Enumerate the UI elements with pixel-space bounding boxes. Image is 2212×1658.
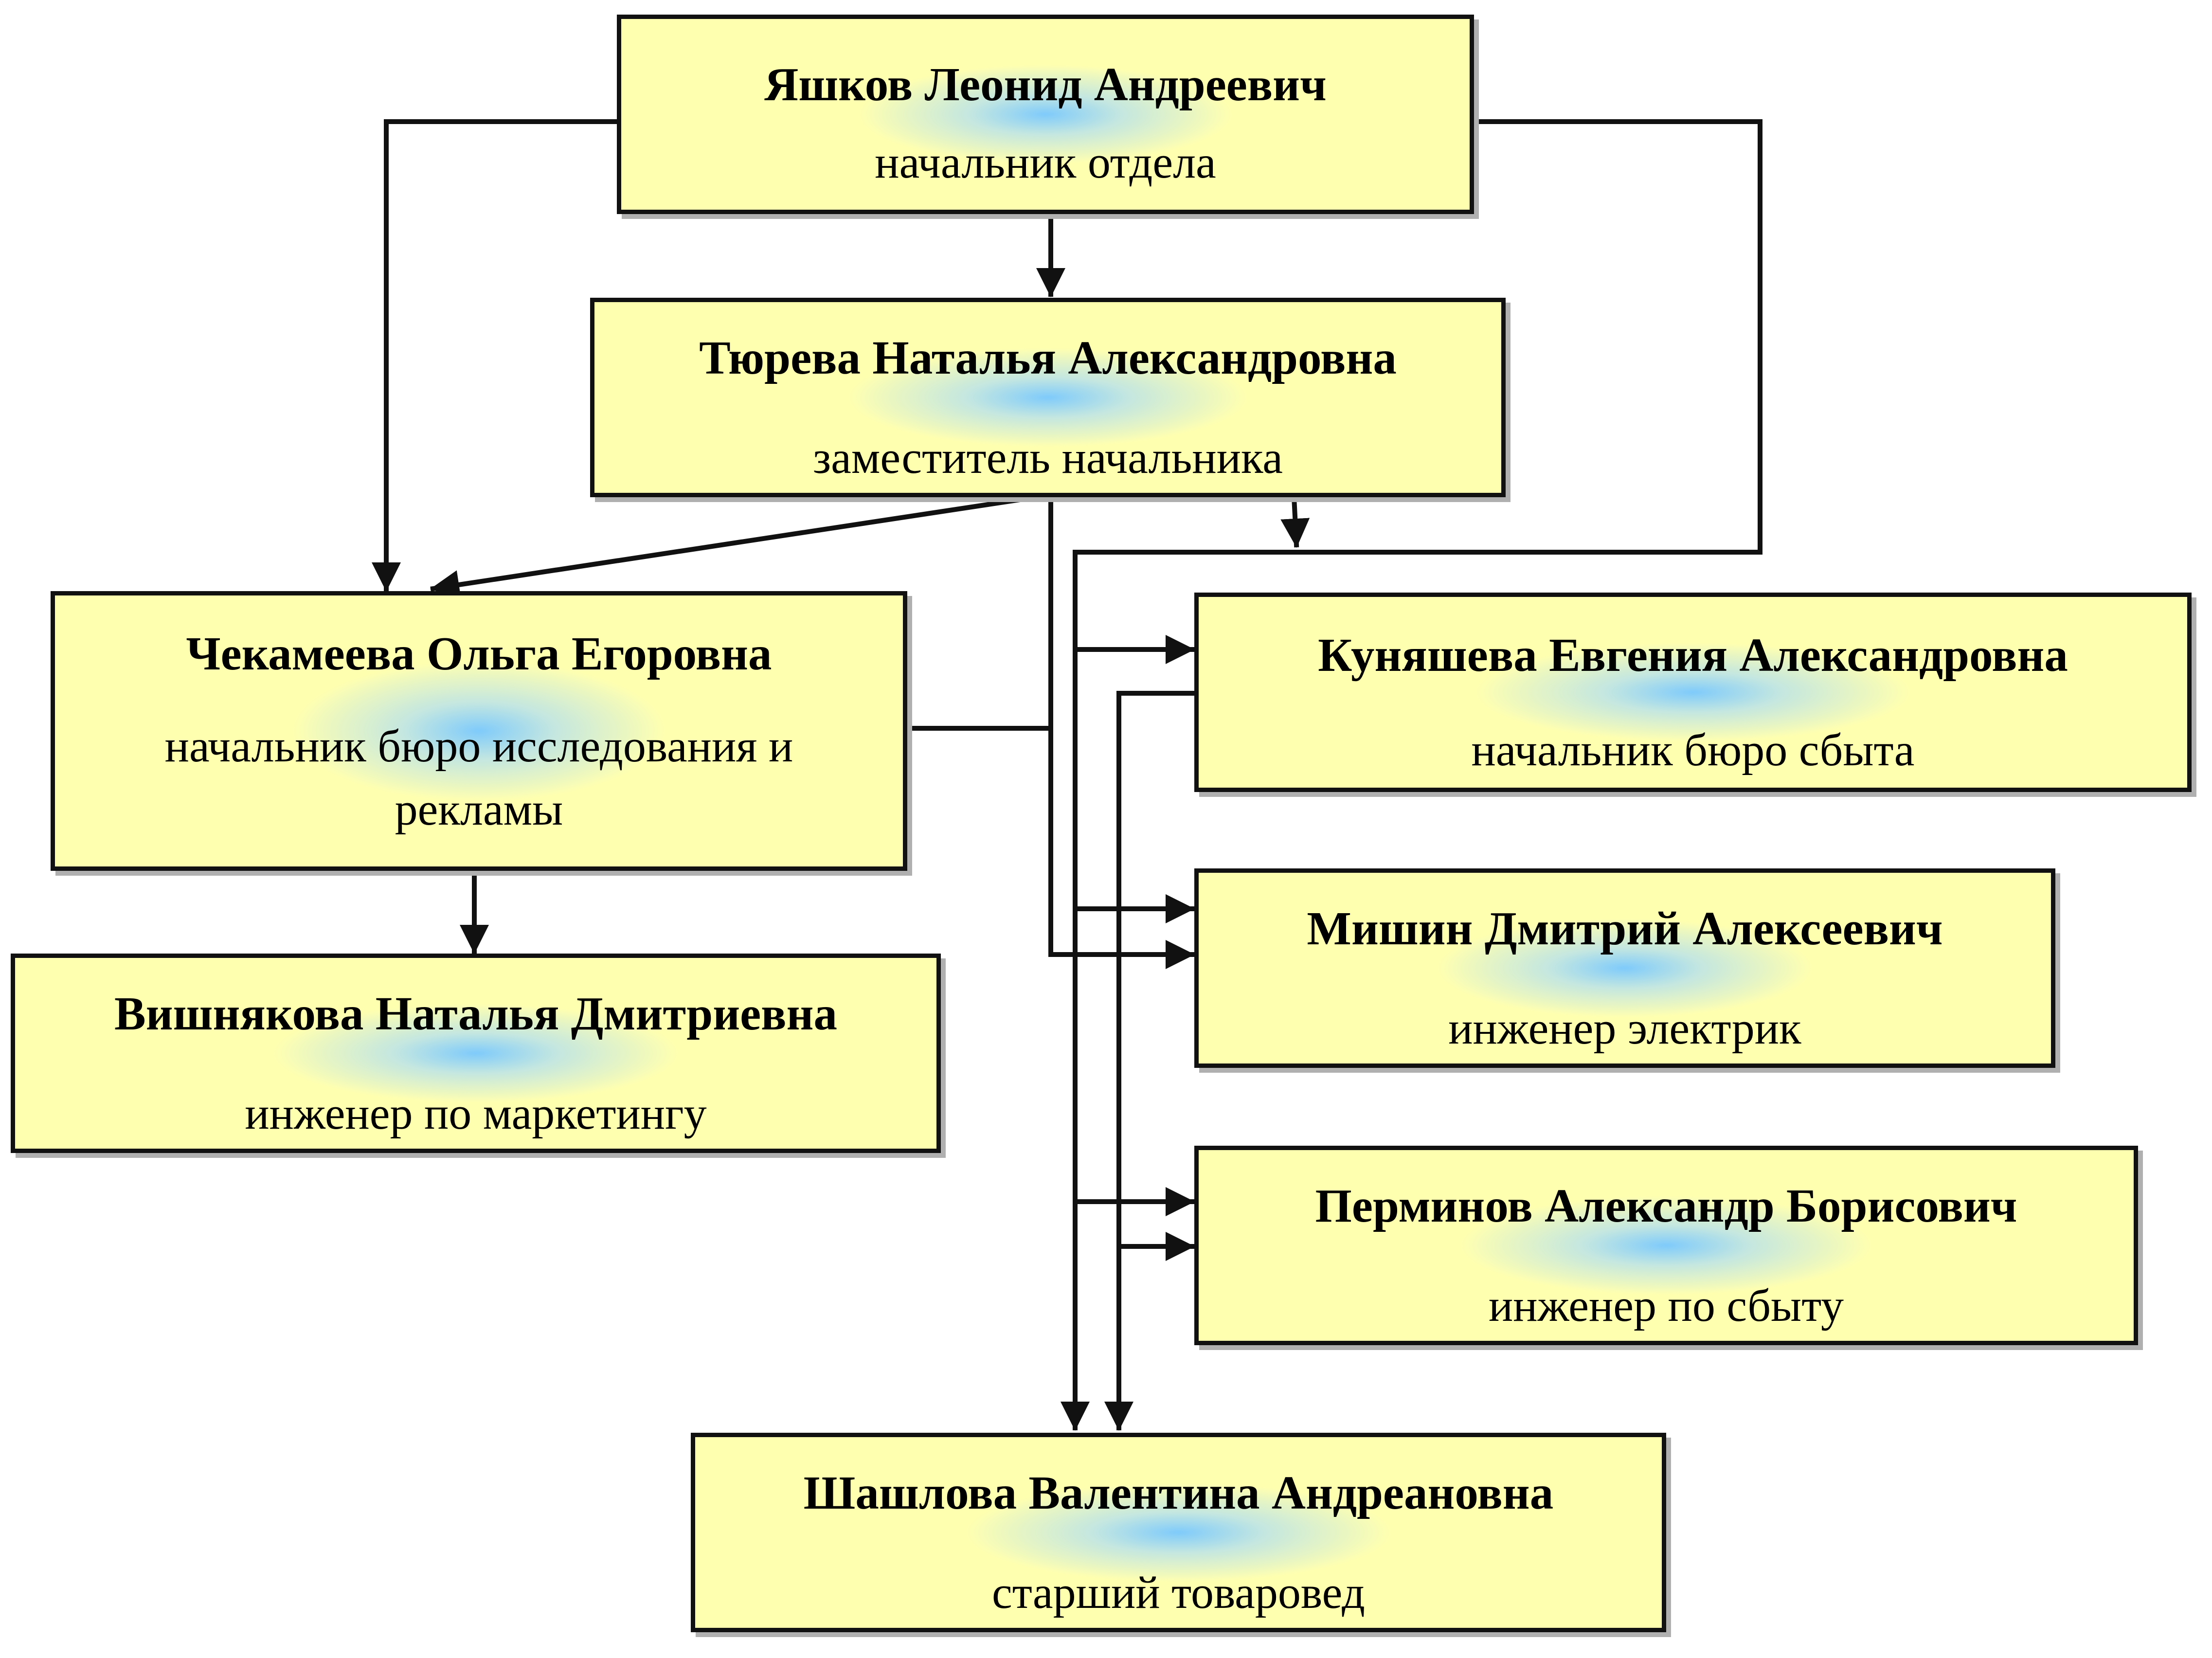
node-marketing-name: Вишнякова Наталья Дмитриевна (114, 988, 837, 1040)
node-electric-title: инженер электрик (1448, 1003, 1801, 1054)
node-sales-eng-name: Перминов Александр Борисович (1315, 1180, 2017, 1232)
node-deputy-title: заместитель начальника (812, 433, 1283, 483)
node-head-title: начальник отдела (875, 137, 1216, 188)
node-sales-eng: Перминов Александр Борисович инженер по … (1194, 1146, 2138, 1345)
node-sales-eng-title: инженер по сбыту (1488, 1280, 1844, 1331)
node-sales-head-title: начальник бюро сбыта (1471, 725, 1915, 775)
node-research-title: начальник бюро исследования и рекламы (164, 721, 793, 835)
node-marketing-title: инженер по маркетингу (245, 1088, 707, 1139)
node-merch: Шашлова Валентина Андреановна старший то… (691, 1433, 1666, 1632)
node-sales-head: Куняшева Евгения Александровна начальник… (1194, 593, 2192, 792)
node-electric-name: Мишин Дмитрий Алексеевич (1307, 902, 1943, 955)
node-electric: Мишин Дмитрий Алексеевич инженер электри… (1194, 868, 2055, 1068)
node-sales-head-name: Куняшева Евгения Александровна (1318, 629, 2068, 681)
node-merch-name: Шашлова Валентина Андреановна (803, 1467, 1554, 1519)
node-research: Чекамеева Ольга Егоровна начальник бюро … (51, 591, 907, 871)
node-head: Яшков Леонид Андреевич начальник отдела (617, 15, 1474, 214)
node-deputy-name: Тюрева Наталья Александровна (699, 332, 1397, 384)
node-marketing: Вишнякова Наталья Дмитриевна инженер по … (11, 954, 941, 1153)
node-merch-title: старший товаровед (991, 1568, 1365, 1618)
node-head-name: Яшков Леонид Андреевич (764, 58, 1327, 110)
node-deputy: Тюрева Наталья Александровна заместитель… (590, 298, 1506, 497)
node-research-name: Чекамеева Ольга Егоровна (186, 628, 772, 680)
